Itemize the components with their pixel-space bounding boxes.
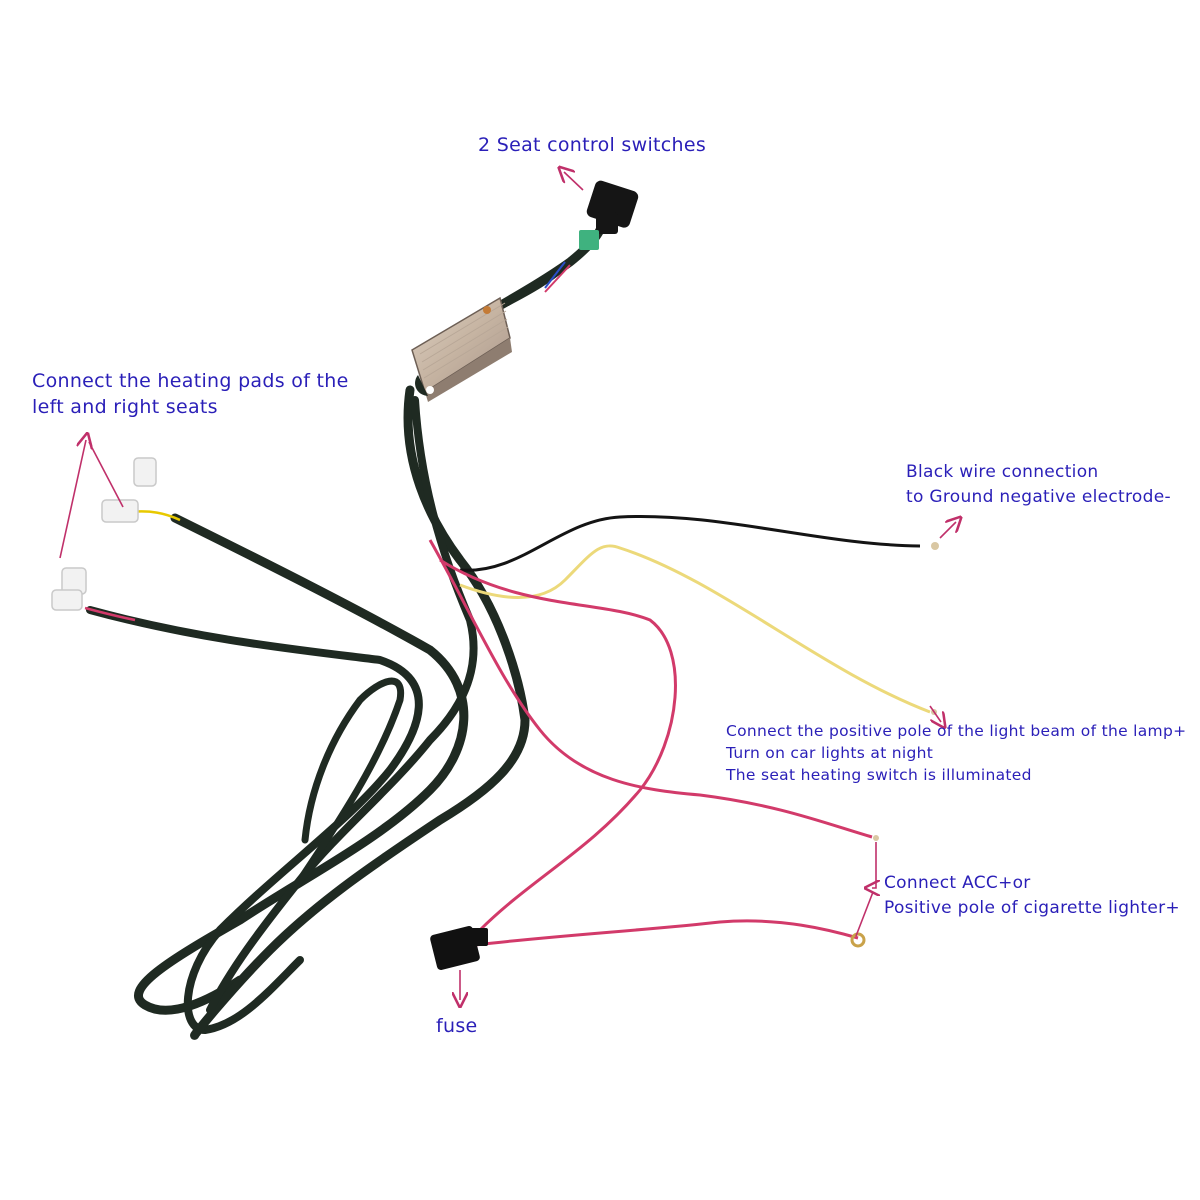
red-acc-wire <box>428 539 873 839</box>
fuse-label: fuse <box>436 1013 478 1039</box>
arrow-lamp <box>929 705 941 722</box>
seat-switches-label: 2 Seat control switches <box>478 132 706 158</box>
lamp-text-line2: Turn on car lights at night <box>726 744 934 762</box>
heating-pads-text-line2: left and right seats <box>32 396 218 418</box>
black-ground-wire <box>459 515 921 572</box>
arrow-seat-switches <box>564 172 584 191</box>
fuse-holder <box>430 926 488 970</box>
red-heating-wire <box>84 606 136 622</box>
switch-connector <box>544 180 639 293</box>
arrow-heating-pads-b <box>88 441 124 508</box>
heating-pads-label: Connect the heating pads of the left and… <box>32 368 349 420</box>
acc-text-line1: Connect ACC+or <box>884 873 1031 893</box>
seat-switches-text: 2 Seat control switches <box>478 134 707 156</box>
red-fuse-wire <box>439 558 677 932</box>
ground-text-line1: Black wire connection <box>906 462 1099 482</box>
yellow-lamp-wire <box>459 544 931 714</box>
red-cigarette-wire <box>474 919 859 947</box>
arrow-ground <box>939 522 956 539</box>
harness-sleeve-left-loops <box>86 385 530 1040</box>
arrow-acc <box>872 842 876 888</box>
lamp-label: Connect the positive pole of the light b… <box>726 720 1186 786</box>
ground-text-line2: to Ground negative electrode- <box>906 487 1171 507</box>
lamp-text-line1: Connect the positive pole of the light b… <box>726 722 1187 740</box>
acc-label: Connect ACC+or Positive pole of cigarett… <box>884 871 1180 921</box>
callout-arrows <box>59 172 956 1000</box>
heating-pad-connectors <box>51 457 157 611</box>
fuse-text: fuse <box>436 1015 478 1037</box>
ground-label: Black wire connection to Ground negative… <box>906 460 1171 510</box>
heating-pads-text-line1: Connect the heating pads of the <box>32 370 349 392</box>
control-box <box>411 296 512 402</box>
acc-text-line2: Positive pole of cigarette lighter+ <box>884 898 1180 918</box>
arrow-heating-pads-a <box>59 440 86 559</box>
lamp-text-line3: The seat heating switch is illuminated <box>726 766 1032 784</box>
arrow-cigarette <box>855 891 874 937</box>
